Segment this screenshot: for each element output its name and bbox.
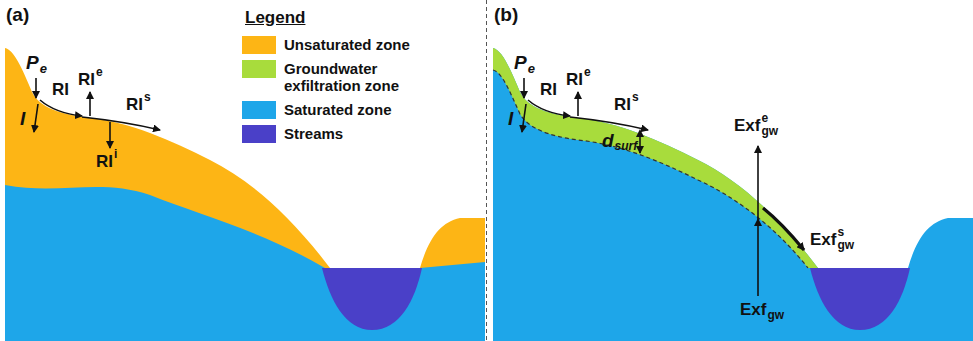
legend-text: Unsaturated zone: [284, 36, 424, 53]
unsaturated-zone: [5, 48, 485, 341]
flux-symbol: RI: [566, 70, 583, 90]
flux-arrows: [34, 78, 160, 148]
legend-swatch: [242, 125, 276, 143]
saturated-zone: [5, 185, 485, 341]
panel-label: (b): [494, 4, 518, 26]
panel-b-illustration: [493, 48, 973, 341]
legend-text: Saturated zone: [284, 101, 424, 118]
flux-symbol: RI: [614, 95, 631, 115]
legend-row: Groundwater exfiltration zone: [242, 60, 424, 95]
legend-swatch: [242, 101, 276, 119]
flux-symbol: RI: [78, 70, 95, 90]
legend-row: Streams: [242, 125, 424, 143]
legend-row: Unsaturated zone: [242, 36, 424, 54]
flux-symbol: Exf: [740, 300, 766, 320]
flux-symbol: I: [20, 108, 25, 130]
flux-symbol: I: [508, 108, 513, 130]
flux-symbol: Exf: [810, 230, 836, 250]
panel-label: (a): [6, 4, 29, 26]
flux-symbol: Exf: [734, 116, 760, 136]
flux-symbol: P: [514, 52, 527, 74]
legend-swatch: [242, 60, 276, 78]
superscript: e: [584, 66, 591, 80]
stream: [322, 268, 422, 330]
legend-text: Groundwater exfiltration zone: [284, 60, 424, 95]
superscript: s: [144, 91, 151, 105]
flux-arrows: [522, 78, 804, 296]
subscript: gw: [761, 125, 778, 139]
flux-symbol: RI: [540, 80, 557, 100]
legend-row: Saturated zone: [242, 101, 424, 119]
subscript: e: [528, 62, 535, 77]
legend-swatch: [242, 36, 276, 54]
superscript: s: [632, 91, 639, 105]
superscript: i: [114, 148, 117, 162]
dimension-symbol: d: [602, 130, 614, 152]
flux-symbol: RI: [96, 152, 113, 172]
subscript: e: [40, 62, 47, 77]
flux-symbol: RI: [52, 80, 69, 100]
subscript: gw: [837, 239, 854, 253]
exfiltration-zone: [493, 48, 818, 268]
superscript: e: [96, 66, 103, 80]
superscript: e: [761, 112, 768, 126]
legend-text: Streams: [284, 125, 424, 142]
flux-symbol: RI: [126, 95, 143, 115]
stream: [810, 268, 910, 330]
exfiltration-boundary: [493, 70, 808, 268]
legend-title: Legend: [245, 8, 305, 28]
saturated-zone: [493, 48, 973, 341]
subscript: surf: [615, 140, 638, 154]
subscript: gw: [767, 309, 784, 323]
panel-a-illustration: [5, 48, 485, 341]
superscript: s: [837, 226, 844, 240]
panel-separator: [486, 0, 487, 341]
legend: Unsaturated zoneGroundwater exfiltration…: [242, 36, 424, 149]
flux-symbol: P: [26, 52, 39, 74]
